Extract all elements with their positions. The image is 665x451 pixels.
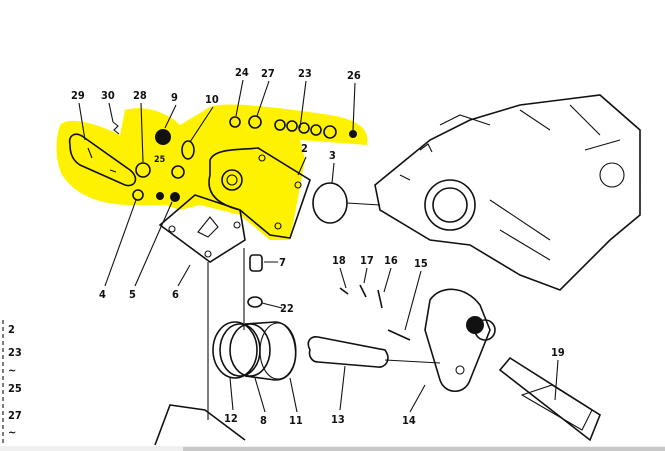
callout-30: 30 [101,89,115,102]
nut-part-9 [155,129,171,145]
callout-3: 3 [329,149,336,162]
connecting-rod-part-13 [307,336,441,368]
cover-part-19 [498,356,601,442]
bracket-parts-16-18 [339,284,383,309]
callout-26: 26 [347,69,361,82]
callout-9: 9 [171,91,178,104]
nut-part-5 [170,192,180,202]
base-housing [154,404,246,446]
highlight-lever-group [56,104,368,240]
washer-part-22 [247,296,263,308]
side-list-item: 23 [8,346,22,359]
callout-29: 29 [71,89,85,102]
lever-part-29 [68,133,137,187]
washer-part-10 [181,140,195,160]
callout-4: 4 [99,288,106,301]
lift-housing [374,94,641,291]
side-list-item: 2 [8,323,15,336]
callout-8: 8 [260,414,267,427]
cover-plate-part-2 [208,147,311,239]
ring-part-25 [171,165,185,179]
bushing-part-28 [135,162,151,178]
callout-15: 15 [414,257,428,270]
callout-12: 12 [224,412,238,425]
callout-28: 28 [133,89,147,102]
spring-part-30 [112,121,120,135]
callout-13: 13 [331,413,345,426]
callout-19: 19 [551,346,565,359]
seal-chain-parts-23-27 [229,115,357,139]
side-list-item: 25 [8,382,22,395]
callout-14: 14 [402,414,416,427]
callout-7: 7 [279,256,286,269]
callout-27: 27 [261,67,275,80]
lift-arm-part-14 [424,288,496,393]
gasket-part-3 [312,182,348,224]
callout-25: 25 [154,155,166,165]
plate-part-6 [158,194,246,263]
side-list-item: 27 [8,409,22,422]
callout-11: 11 [289,414,303,427]
callout-5: 5 [129,288,136,301]
callout-2: 2 [301,142,308,155]
leader-lines [78,79,559,413]
callout-18: 18 [332,254,346,267]
callout-17: 17 [360,254,374,267]
pin-part-15 [387,329,411,341]
plug-part-7 [249,254,263,272]
callout-22: 22 [280,302,294,315]
callout-6: 6 [172,288,179,301]
callout-23: 23 [298,67,312,80]
horizontal-scrollbar-thumb[interactable] [183,447,665,451]
pin-part-4 [132,189,144,201]
callout-24: 24 [235,66,249,79]
side-list-item: ~ [8,364,16,377]
callout-16: 16 [384,254,398,267]
side-list-item: ~ [8,426,16,439]
piston-parts-8-11-12 [212,321,297,381]
callout-10: 10 [205,93,219,106]
